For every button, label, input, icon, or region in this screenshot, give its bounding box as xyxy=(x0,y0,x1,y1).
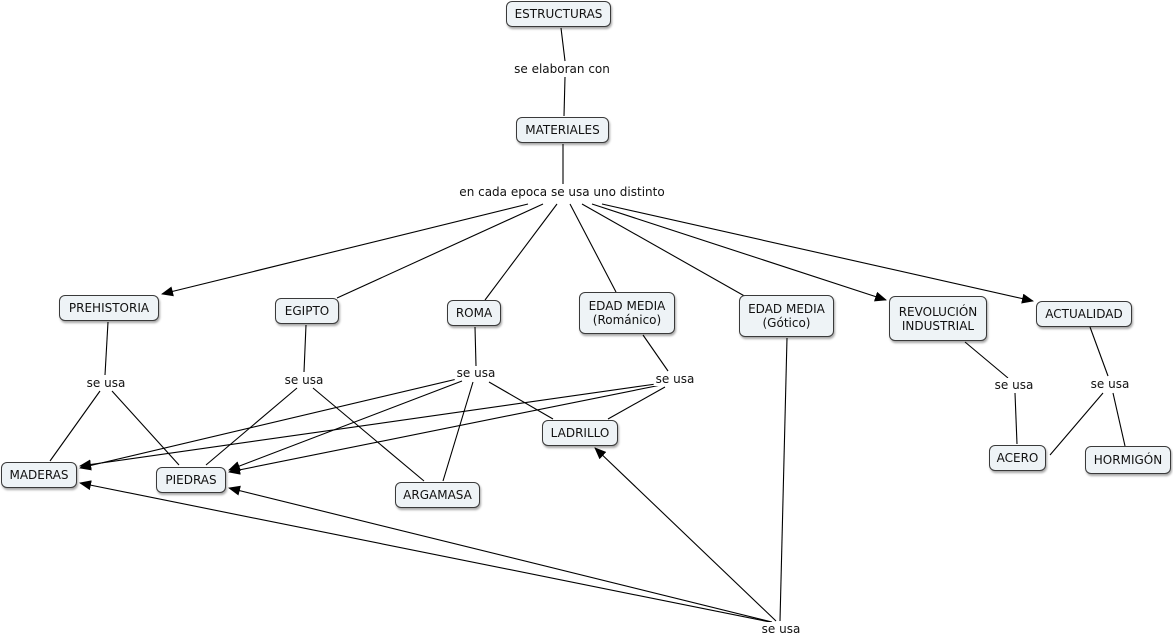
link-se-usa-revolucion: se usa xyxy=(992,378,1036,392)
node-prehistoria[interactable]: PREHISTORIA xyxy=(59,295,159,321)
link-en-cada-epoca: en cada epoca se usa uno distinto xyxy=(457,185,667,199)
link-se-usa-roma: se usa xyxy=(454,366,498,380)
node-edad-media-gotico[interactable]: EDAD MEDIA (Gótico) xyxy=(739,295,834,337)
node-edad-media-romanico[interactable]: EDAD MEDIA (Románico) xyxy=(579,292,675,334)
node-actualidad[interactable]: ACTUALIDAD xyxy=(1036,301,1132,327)
link-se-usa-prehistoria: se usa xyxy=(84,376,128,390)
link-se-usa-gotico: se usa xyxy=(759,622,803,636)
link-se-elaboran-con: se elaboran con xyxy=(512,62,612,76)
node-acero[interactable]: ACERO xyxy=(989,445,1046,471)
link-se-usa-romanico: se usa xyxy=(653,372,697,386)
link-se-usa-actualidad: se usa xyxy=(1088,377,1132,391)
node-estructuras[interactable]: ESTRUCTURAS xyxy=(506,1,611,27)
node-hormigon[interactable]: HORMIGÓN xyxy=(1085,446,1171,474)
node-revolucion-industrial[interactable]: REVOLUCIÓN INDUSTRIAL xyxy=(889,296,987,341)
node-piedras[interactable]: PIEDRAS xyxy=(156,467,226,493)
node-maderas[interactable]: MADERAS xyxy=(1,462,77,488)
node-roma[interactable]: ROMA xyxy=(447,300,501,326)
link-se-usa-egipto: se usa xyxy=(282,373,326,387)
node-argamasa[interactable]: ARGAMASA xyxy=(395,482,480,508)
node-materiales[interactable]: MATERIALES xyxy=(516,117,609,143)
node-egipto[interactable]: EGIPTO xyxy=(275,298,339,324)
node-ladrillo[interactable]: LADRILLO xyxy=(542,420,618,446)
